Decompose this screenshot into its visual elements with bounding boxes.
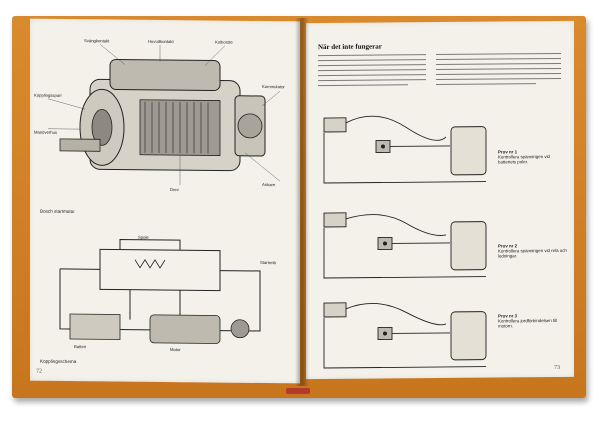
wiring-schematic: [59, 239, 261, 344]
label-startrela: Startrelä: [260, 259, 276, 266]
proof-note-1: Prov nr 1 Kontrollera spänningen vid bat…: [498, 149, 568, 165]
book-spine-shadow: [295, 18, 309, 386]
left-page-number: 72: [36, 368, 42, 375]
bookmark-ribbon: [286, 388, 310, 394]
label-batteri: Batteri: [74, 344, 87, 350]
label-motor: Motor: [170, 347, 181, 353]
proof-note-3: Prov nr 3 Kontrollera jordförbindelsen t…: [498, 313, 568, 329]
proof-3-text: Kontrollera jordförbindelsen till motorn…: [498, 318, 558, 329]
proof-2-text: Kontrollera spänningen vid relä och ledn…: [498, 248, 567, 259]
proof-note-2: Prov nr 2 Kontrollera spänningen vid rel…: [498, 243, 568, 259]
left-page: Svängkontakt Huvudkontakt Kolborste Kopp…: [30, 18, 300, 384]
proof-1-text: Kontrollera spänningen vid batteriets po…: [498, 154, 550, 165]
schematic-caption: Kopplingsschema: [40, 358, 77, 365]
right-page-number: 73: [554, 364, 560, 372]
test-diagrams: [323, 115, 487, 369]
label-spole: Spole: [138, 234, 149, 240]
right-page: När det inte fungerar: [306, 20, 574, 380]
starter-cutaway-illustration: [47, 44, 281, 186]
